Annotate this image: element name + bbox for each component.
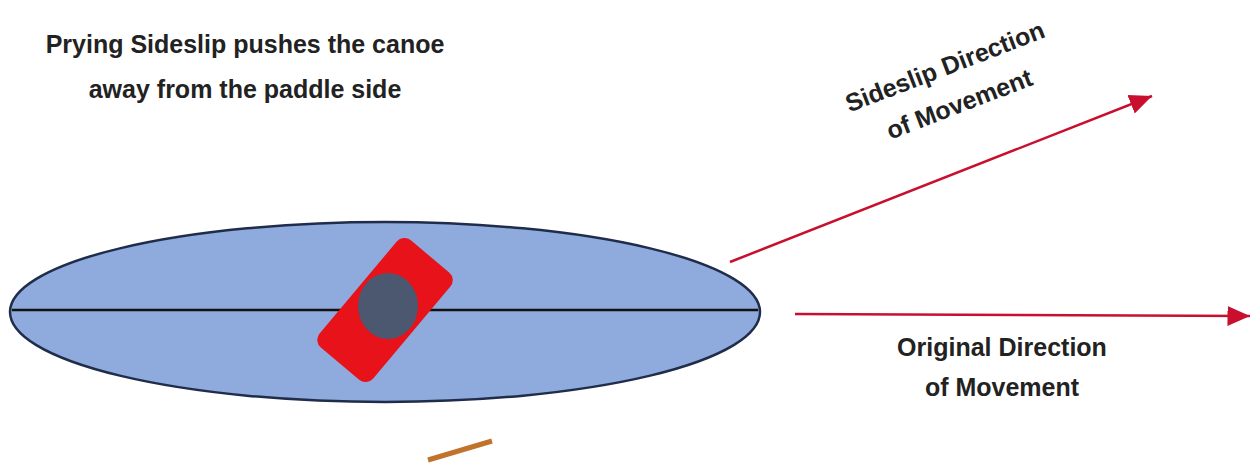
original-direction-arrow — [795, 314, 1250, 316]
sideslip-label: Sideslip Direction of Movement — [831, 7, 1073, 163]
paddler-head — [358, 273, 418, 339]
canoe-hull — [10, 222, 760, 402]
original-direction-label: Original Direction of Movement — [888, 327, 1116, 407]
paddle — [428, 441, 492, 460]
diagram-title: Prying Sideslip pushes the canoe away fr… — [30, 22, 460, 112]
paddler-seat — [313, 234, 457, 386]
